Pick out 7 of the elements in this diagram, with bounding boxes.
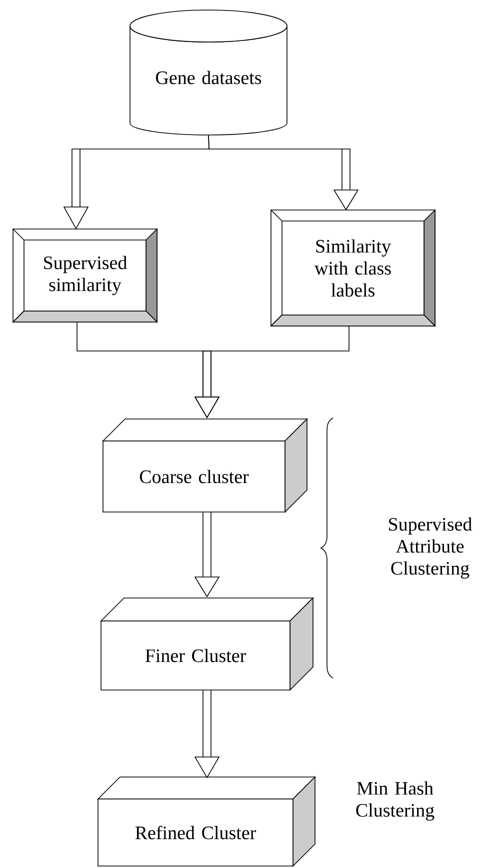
- side-label: Min Hash Clustering: [356, 781, 434, 821]
- database-cylinder: Gene datasets: [130, 10, 288, 136]
- block-arrow: [194, 512, 220, 597]
- block-arrow: [208, 135, 359, 210]
- brace-label: Supervised Attribute Clustering: [389, 517, 472, 579]
- block-arrow: [194, 326, 350, 418]
- block-arrow: [194, 690, 220, 778]
